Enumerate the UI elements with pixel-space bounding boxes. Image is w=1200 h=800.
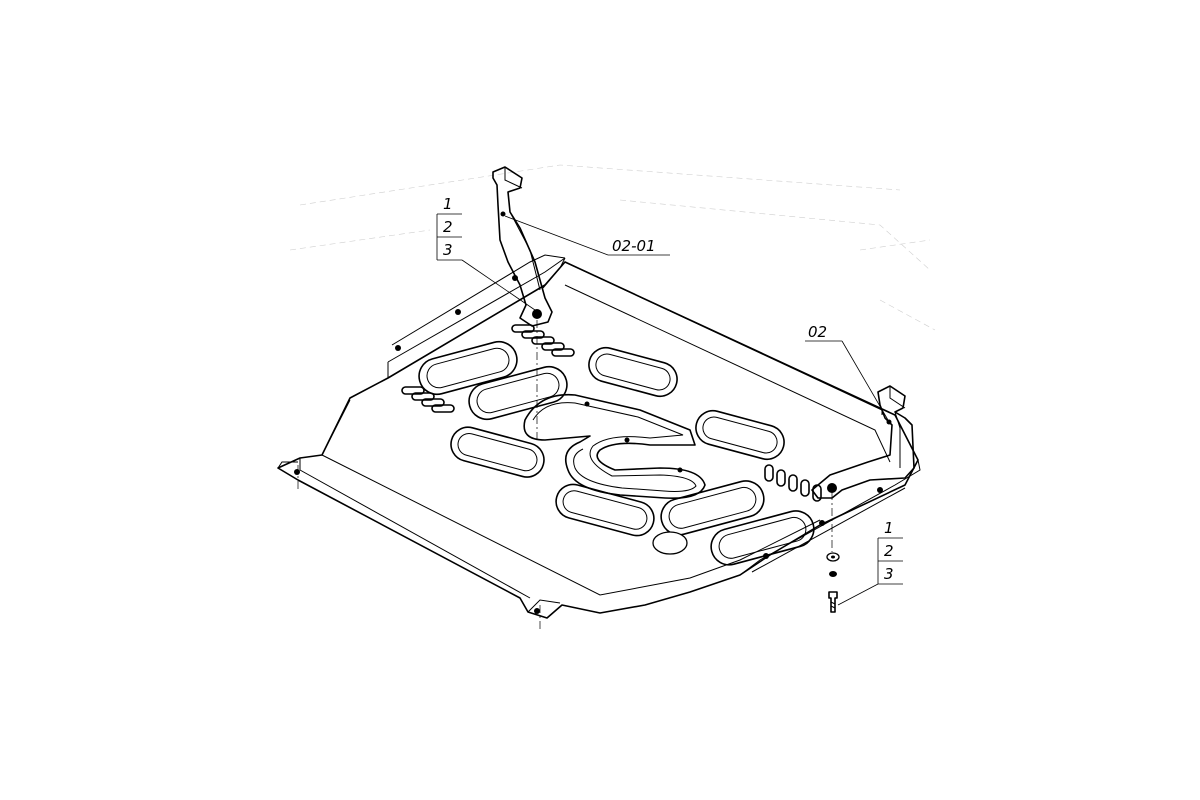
bolt xyxy=(828,591,838,613)
slot xyxy=(776,469,786,487)
callout-stack-right: 1 2 3 xyxy=(837,519,903,606)
callout-right-1: 1 xyxy=(884,519,894,537)
slot xyxy=(788,474,798,492)
callout-rear-bracket: 02 xyxy=(805,323,889,421)
callout-rear-bracket-label: 02 xyxy=(808,323,827,341)
oval-cutouts xyxy=(418,340,815,566)
callout-left-1: 1 xyxy=(443,195,453,213)
slot xyxy=(551,348,575,357)
callout-front-bracket: 02-01 xyxy=(504,215,670,256)
rear-bracket xyxy=(811,385,915,499)
mounting-holes xyxy=(294,275,883,614)
callout-right-3: 3 xyxy=(884,565,894,583)
oval-cutout xyxy=(660,480,765,536)
central-stiffener xyxy=(523,393,706,500)
oval-cutout xyxy=(450,426,545,478)
callout-front-bracket-label: 02-01 xyxy=(612,237,656,255)
vent-slots-right xyxy=(764,464,822,502)
oval-cutout xyxy=(468,365,568,421)
fastener-stack xyxy=(826,552,840,613)
construction-lines xyxy=(289,164,936,331)
vent-slots-center xyxy=(511,324,575,357)
skid-plate-body xyxy=(277,254,921,619)
oval-cutout xyxy=(418,340,518,396)
drain-hole xyxy=(652,531,688,555)
slot xyxy=(800,479,810,497)
lock-washer xyxy=(829,571,837,577)
vent-slots-left xyxy=(401,386,455,413)
callout-left-2: 2 xyxy=(443,218,453,236)
slot xyxy=(431,404,455,413)
oval-cutout xyxy=(588,346,678,398)
washer xyxy=(826,552,840,562)
callout-stack-left: 1 2 3 xyxy=(436,195,536,311)
front-bracket xyxy=(492,166,553,327)
callout-left-3: 3 xyxy=(443,241,453,259)
center-lines xyxy=(297,320,833,632)
callout-right-2: 2 xyxy=(884,542,894,560)
oval-cutout xyxy=(695,409,785,461)
slot xyxy=(764,464,774,482)
